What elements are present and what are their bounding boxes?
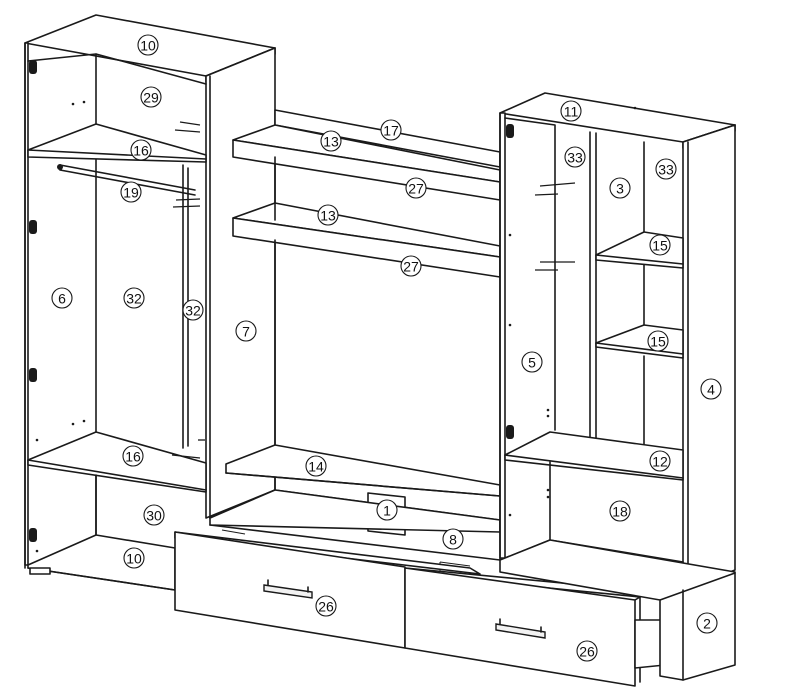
part-callout-11: 11	[560, 100, 582, 122]
part-number-label: 27	[403, 259, 419, 275]
part-number-label: 16	[133, 143, 149, 159]
screw-icon	[171, 121, 205, 459]
part-number-label: 27	[408, 181, 424, 197]
drawer-handle-icon[interactable]	[263, 579, 313, 599]
part-callout-14: 14	[305, 455, 327, 477]
part-callout-4: 4	[700, 378, 722, 400]
hinge-icon	[29, 220, 37, 234]
part-number-label: 19	[123, 185, 139, 201]
hinge-icon	[29, 60, 37, 74]
part-callout-7: 7	[235, 320, 257, 342]
part-callout-27: 27	[405, 177, 427, 199]
right-side-panel	[682, 124, 736, 591]
part-callout-27: 27	[400, 255, 422, 277]
hinge-icon	[29, 528, 37, 542]
part-callout-18: 18	[609, 500, 631, 522]
part-number-label: 8	[449, 532, 457, 548]
part-number-label: 18	[612, 504, 628, 520]
hinge-icon	[506, 425, 514, 439]
part-callout-19: 19	[120, 181, 142, 203]
part-callout-5: 5	[521, 351, 543, 373]
left-wardrobe-bottom-panel	[27, 534, 176, 591]
part-callout-29: 29	[140, 86, 162, 108]
part-callout-33: 33	[564, 146, 586, 168]
part-number-label: 11	[564, 104, 579, 120]
middle-side-panel	[205, 47, 276, 519]
part-callout-10: 10	[137, 34, 159, 56]
hinge-icon	[29, 368, 37, 382]
right-cabinet-top-panel	[499, 92, 736, 143]
part-callout-13: 13	[320, 130, 342, 152]
shelf-16-bottom	[27, 431, 207, 493]
part-callout-12: 12	[649, 450, 671, 472]
part-number-label: 10	[126, 551, 142, 567]
part-number-label: 13	[323, 134, 339, 150]
left-foot	[29, 567, 51, 575]
part-callout-2: 2	[696, 612, 718, 634]
part-callout-16: 16	[122, 445, 144, 467]
drawer-front-right[interactable]	[404, 567, 636, 687]
part-number-label: 16	[125, 449, 141, 465]
part-number-label: 1	[383, 503, 391, 519]
part-callout-16: 16	[130, 139, 152, 161]
part-number-label: 17	[383, 123, 399, 139]
part-callout-33: 33	[655, 158, 677, 180]
part-callout-6: 6	[51, 287, 73, 309]
part-number-label: 15	[652, 238, 668, 254]
part-number-label: 15	[650, 334, 666, 350]
part-callout-13: 13	[317, 204, 339, 226]
part-number-label: 3	[616, 181, 624, 197]
part-number-label: 30	[146, 508, 162, 524]
part-callout-10: 10	[123, 547, 145, 569]
part-number-label: 33	[567, 150, 583, 166]
drawer-handle-icon[interactable]	[495, 618, 546, 639]
shelf-12	[504, 431, 684, 481]
part-number-label: 14	[308, 459, 324, 475]
part-number-label: 2	[703, 616, 711, 632]
hanging-rail	[59, 164, 196, 191]
part-number-label: 5	[528, 355, 536, 371]
part-number-label: 32	[126, 291, 142, 307]
drawers	[174, 531, 666, 687]
part-callout-17: 17	[380, 119, 402, 141]
part-callout-30: 30	[143, 504, 165, 526]
part-number-label: 4	[707, 382, 715, 398]
part-number-label: 32	[185, 303, 201, 319]
part-callout-32: 32	[182, 299, 204, 321]
part-number-label: 13	[320, 208, 336, 224]
part-callout-1: 1	[376, 499, 398, 521]
part-callout-15: 15	[649, 234, 671, 256]
part-number-label: 7	[242, 324, 250, 340]
part-callout-26: 26	[315, 595, 337, 617]
part-callout-32: 32	[123, 287, 145, 309]
part-number-label: 6	[58, 291, 66, 307]
part-callout-26: 26	[576, 640, 598, 662]
hinge-icon	[506, 124, 514, 138]
part-callout-3: 3	[609, 177, 631, 199]
left-wardrobe	[24, 14, 276, 591]
part-number-label: 29	[143, 90, 159, 106]
part-number-label: 12	[652, 454, 668, 470]
screw-icon	[534, 182, 576, 271]
part-number-label: 33	[658, 162, 674, 178]
part-number-label: 26	[318, 599, 334, 615]
part-number-label: 26	[579, 644, 595, 660]
part-callout-15: 15	[647, 330, 669, 352]
part-number-label: 10	[140, 38, 156, 54]
part-callout-8: 8	[442, 528, 464, 550]
right-cabinet	[499, 92, 736, 681]
